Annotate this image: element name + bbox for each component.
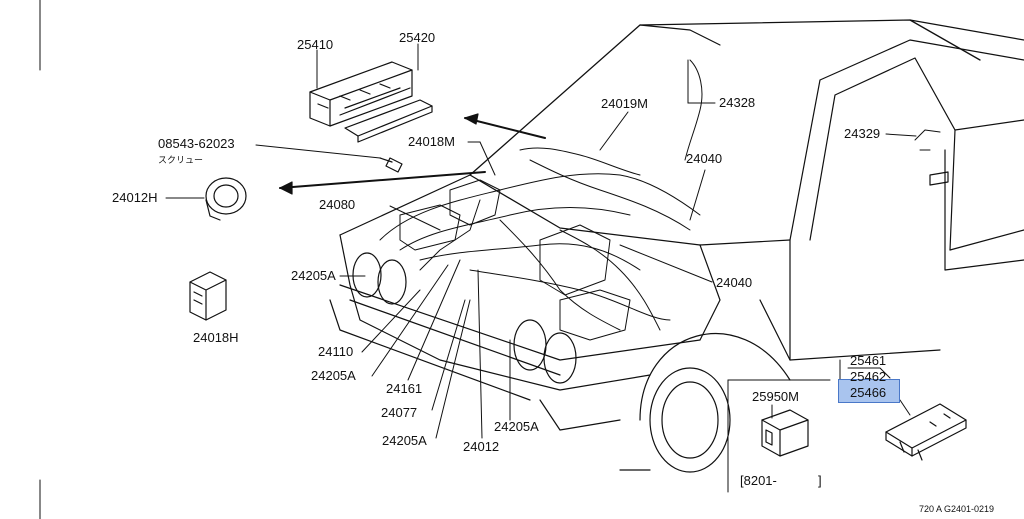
part-label-24161[interactable]: 24161 [386,381,423,396]
part-label-24040-upper[interactable]: 24040 [686,151,723,166]
part-label-24040-lower[interactable]: 24040 [716,275,753,290]
part-label-24018H[interactable]: 24018H [193,330,239,345]
diagram-footer-code: 720 A G2401-0219 [919,504,995,514]
date-range-end: ] [818,473,822,488]
part-label-24019M[interactable]: 24019M [601,96,648,111]
part-label-24077[interactable]: 24077 [381,405,418,420]
part-label-25462[interactable]: 25462 [850,369,887,384]
front-body-drawing [329,174,721,431]
relay-25950M-drawing [761,409,809,457]
part-label-screw: スクリュー [158,155,204,165]
part-label-25410[interactable]: 25410 [297,37,334,52]
part-label-08543-62023[interactable]: 08543-62023 [158,136,235,151]
part-label-24205A-left[interactable]: 24205A [291,268,336,283]
front-wheel-drawing [619,333,791,473]
connector-24018H-drawing [189,271,227,321]
part-label-24012[interactable]: 24012 [463,439,500,454]
part-label-24205A-mid[interactable]: 24205A [311,368,356,383]
part-label-24205A-right[interactable]: 24205A [494,419,539,434]
part-label-24018M[interactable]: 24018M [408,134,455,149]
part-label-24205A-bottom[interactable]: 24205A [382,433,427,448]
fuse-block-drawing [309,61,433,143]
engine-harness-drawing [379,59,941,341]
truck-body-drawing [699,19,1024,361]
part-label-24080[interactable]: 24080 [319,197,356,212]
headlights-drawing [352,252,577,384]
part-label-24012H[interactable]: 24012H [112,190,158,205]
part-label-25466[interactable]: 25466 [850,385,887,400]
connector-24012H-drawing [205,177,247,221]
part-label-24329[interactable]: 24329 [844,126,881,141]
part-label-24328[interactable]: 24328 [719,95,756,110]
screw-drawing [379,157,403,173]
part-label-25950M[interactable]: 25950M [752,389,799,404]
part-label-25461[interactable]: 25461 [850,353,887,368]
leader-lines [165,43,917,439]
date-range-start: [8201- [740,473,777,488]
highlight-box-25466 [838,379,900,403]
part-label-24110[interactable]: 24110 [318,344,354,359]
part-label-25420[interactable]: 25420 [399,30,436,45]
fuse-inset-frame [727,359,911,493]
blade-fuse-drawing [885,403,967,461]
